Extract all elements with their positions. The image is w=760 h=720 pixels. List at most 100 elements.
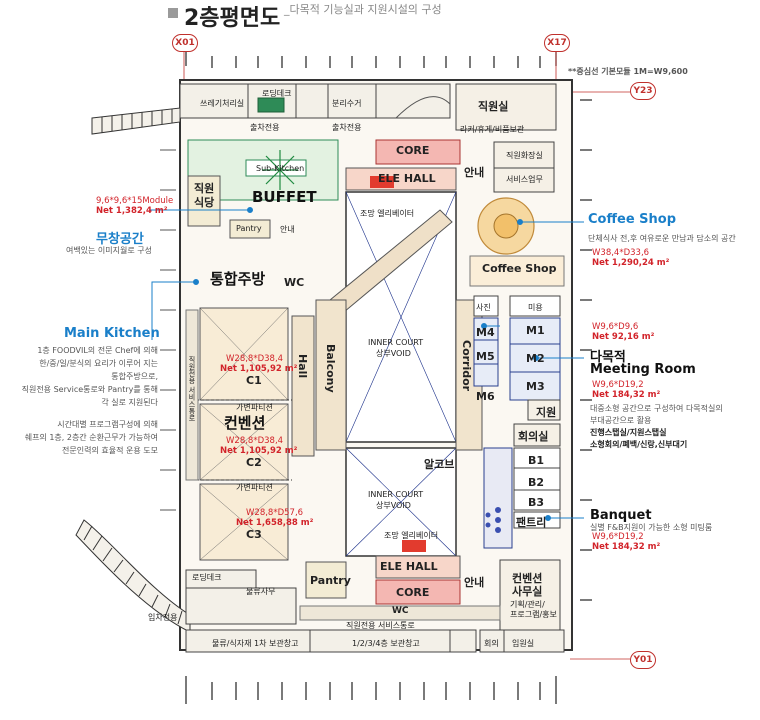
callout-kitchen-desc-6: 시간대별 프로그램구성에 의해: [57, 420, 158, 429]
label-m4: M4: [476, 326, 495, 339]
label-partition-2: 가변파티션: [236, 483, 273, 492]
callout-meeting-desc-4: 소형회의/폐백/신랑,신부대기: [590, 440, 688, 449]
callout-main-kitchen-desc-4: 직원전용 Service통로와 Pantry를 통해: [21, 385, 158, 394]
grid-ticks-right: [580, 99, 592, 601]
label-ele-hall-top: ELE HALL: [378, 172, 436, 185]
callout-main-kitchen-desc-3: 통합주방으로,: [111, 372, 158, 381]
label-c3: C3: [246, 528, 262, 541]
label-staff-service-corr: 직원전용 서비스통로: [346, 621, 415, 630]
label-storage-2: 1/2/3/4층 보관창고: [352, 639, 420, 648]
label-view-elev-bot: 조망 엘리베이터: [384, 531, 439, 540]
label-core-top: CORE: [396, 144, 430, 157]
net-c1: Net 1,105,92 m²: [220, 364, 298, 374]
label-storage-1: 물류/식자재 1차 보관창고: [212, 639, 299, 648]
dim-meeting-mid: W9,6*D19,2: [592, 380, 644, 390]
dim-c1: W28,8*D38,4: [226, 354, 284, 364]
module-note: **중심선 기본모듈 1M=W9,600: [568, 67, 688, 76]
label-pantry-right: 팬트리: [516, 516, 547, 529]
grid-bubble-x01: X01: [172, 34, 198, 52]
dim-c2: W28,8*D38,4: [226, 436, 284, 446]
label-support: 지원: [536, 406, 557, 419]
page-subtitle: _다목적 기능실과 지원시설의 구성: [284, 3, 442, 16]
label-info-bot: 안내: [464, 576, 485, 589]
label-staff-cafe: 직원 식당: [194, 182, 215, 209]
label-wc-bot: WC: [392, 606, 409, 616]
net-banquet: Net 184,32 m²: [592, 542, 661, 552]
label-m3: M3: [526, 380, 545, 393]
net-c3: Net 1,658,88 m²: [236, 518, 314, 528]
callout-meeting-title-2: Meeting Room: [590, 362, 696, 377]
dim-meeting-small: W9,6*D9,6: [592, 322, 639, 332]
stair-top-left: [91, 107, 181, 135]
label-staff-in-1: 출차전용: [250, 123, 280, 132]
label-inner-court-bot: INNER COURT: [368, 490, 424, 499]
label-separate: 분리수거: [332, 99, 362, 108]
label-buffet: BUFFET: [252, 188, 317, 206]
net-coffee: Net 1,290,24 m²: [592, 258, 670, 268]
label-convention: 컨벤션: [224, 414, 266, 432]
label-service-desk: 서비스업무: [506, 175, 543, 184]
callout-leaders: [150, 207, 584, 521]
label-conv-office: 컨벤션 사무실: [512, 572, 543, 598]
label-pantry-bot: Pantry: [310, 574, 351, 587]
label-photo: 사진: [476, 303, 491, 312]
banquet-dots: [485, 507, 501, 533]
callout-main-kitchen-desc-5: 각 실로 지원된다: [101, 398, 158, 407]
label-hall: Hall: [296, 354, 309, 379]
label-meeting: 회의: [484, 639, 499, 648]
dim-coffee: W38,4*D33,6: [592, 248, 650, 258]
callout-banquet-title: Banquet: [590, 508, 652, 523]
callout-banquet-desc: 실별 F&B지원이 가능한 소형 미팅룸: [590, 523, 713, 532]
net-c2: Net 1,105,92 m²: [220, 446, 298, 456]
label-wc-left: WC: [284, 276, 305, 289]
dim-c3: W28,8*D57,6: [246, 508, 304, 518]
label-pantry-top: Pantry: [236, 224, 262, 233]
callout-kitchen-desc-8: 전문인력의 효율적 운용 도모: [62, 446, 158, 455]
label-info-top: 안내: [464, 166, 485, 179]
label-waste: 쓰레기처리실: [200, 99, 245, 108]
callout-meeting-title-1: 다목적: [590, 350, 626, 365]
label-loading-bot: 로딩데크: [192, 573, 222, 582]
dim-buffet: 9,6*9,6*15Module: [96, 196, 174, 206]
label-staff-room: 직원실: [478, 100, 509, 113]
label-m2: M2: [526, 352, 545, 365]
buffet-star: [262, 150, 298, 190]
label-c1: C1: [246, 374, 262, 387]
label-corridor: Corridor: [460, 340, 473, 392]
label-view-elev-top: 조망 엘리베이터: [360, 209, 415, 218]
callout-coffee-desc: 단체식사 전,후 여유로운 만남과 담소의 공간: [588, 234, 736, 243]
label-balcony: Balcony: [324, 344, 337, 393]
callout-kitchen-desc-7: 쉐프의 1층, 2층간 순환근무가 가능하여: [24, 433, 158, 442]
label-conv-office-sub: 기획/관리/ 프로그램/홍보: [510, 600, 557, 619]
label-inner-court-bot-sub: 상부VOID: [376, 501, 411, 510]
label-sub-kitchen: Sub-Kitchen: [256, 164, 305, 173]
label-logistics: 물류사무: [246, 587, 276, 596]
grid-ticks-bottom: [185, 676, 557, 704]
grid-bubble-y23: Y23: [630, 82, 656, 100]
label-integrated-kitchen: 통합주방: [210, 270, 266, 288]
label-alcove: 알코브: [424, 458, 455, 471]
net-meeting-small: Net 92,16 m²: [592, 332, 655, 342]
label-coffee-shop: Coffee Shop: [482, 262, 557, 275]
label-b2: B2: [528, 476, 545, 489]
title-marker: [168, 8, 178, 18]
label-staff-office: 임원실: [512, 639, 535, 648]
label-staff-service-vert: 직원전용 서비스통로: [188, 356, 196, 422]
grid-ticks-top: [185, 52, 557, 68]
left-arrows: [160, 149, 176, 511]
callout-meeting-desc-3: 진행스탭실/지원스탭실: [590, 428, 667, 437]
label-m5: M5: [476, 350, 495, 363]
label-b3: B3: [528, 496, 545, 509]
callout-coffee-title: Coffee Shop: [588, 212, 677, 227]
label-m6: M6: [476, 390, 495, 403]
callout-meeting-desc-2: 부대공간으로 활용: [590, 416, 652, 425]
label-inner-court-top: INNER COURT: [368, 338, 424, 347]
label-conference: 회의실: [518, 430, 549, 443]
callout-main-kitchen-desc-1: 1층 FOODVIL의 전문 Chef에 의해: [37, 346, 158, 355]
callout-main-kitchen-title: Main Kitchen: [64, 326, 160, 341]
net-buffet: Net 1,382,4 m²: [96, 206, 168, 216]
net-meeting-mid: Net 184,32 m²: [592, 390, 661, 400]
convention-rays: [199, 307, 289, 561]
callout-main-kitchen-desc-2: 한/중/일/분식의 요리가 이루어 지는: [39, 359, 158, 368]
